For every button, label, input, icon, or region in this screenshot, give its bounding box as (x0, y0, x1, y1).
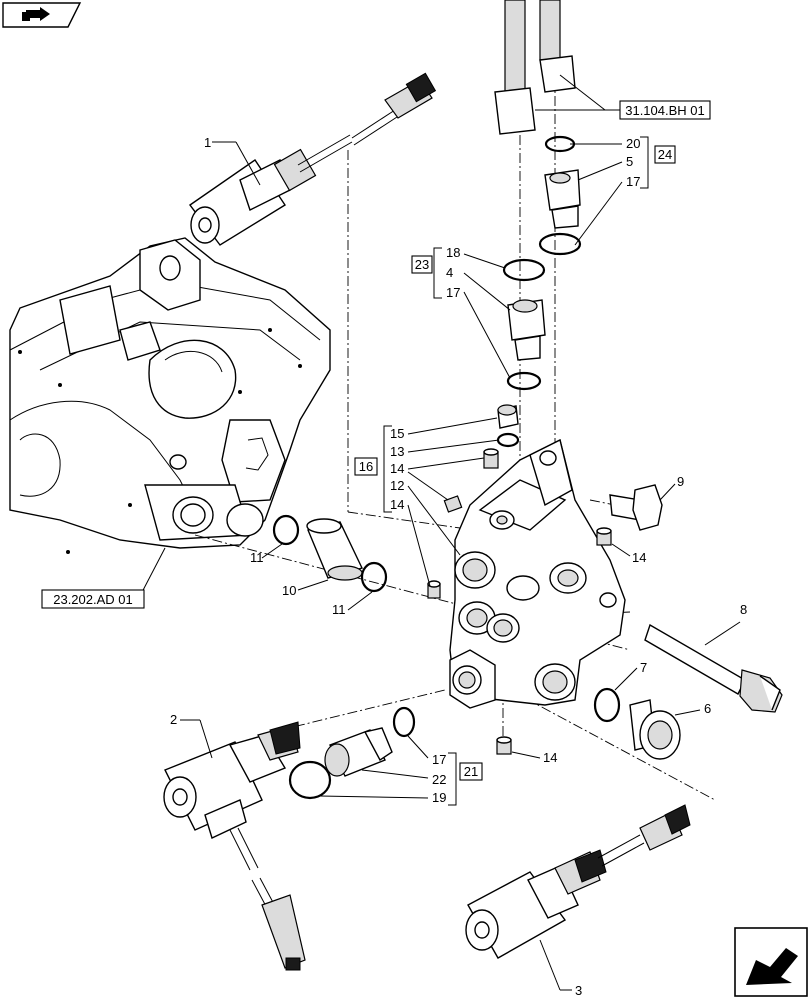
kit-24-label: 24 (658, 147, 672, 162)
kit-16-box[interactable] (354, 457, 378, 476)
callout-14-left: 14 (390, 497, 404, 512)
solenoid-1 (189, 72, 437, 246)
housing-ref-label: 23.202.AD 01 (53, 592, 133, 607)
oring-19 (288, 760, 332, 800)
plug-15 (497, 404, 519, 429)
callout-14-kit: 14 (390, 461, 404, 476)
callout-7: 7 (640, 660, 647, 675)
connector-22 (324, 727, 393, 777)
oring-17-mid (506, 371, 542, 391)
plug-14-d (596, 527, 612, 546)
oring-11-b (360, 561, 388, 593)
kit-23-box[interactable] (411, 255, 433, 274)
callout-20: 20 (626, 136, 640, 151)
callout-19: 19 (432, 790, 446, 805)
bolt-8 (644, 623, 783, 713)
transmission-housing (9, 237, 331, 554)
next-page-arrow-icon[interactable] (734, 927, 808, 997)
plug-14-e (496, 736, 512, 755)
callout-3: 3 (575, 983, 582, 998)
plug-14-c (427, 580, 441, 599)
callout-14-bottom: 14 (543, 750, 557, 765)
solenoid-3 (465, 804, 691, 959)
housing-ref-box[interactable] (41, 589, 145, 609)
oring-17-top (538, 232, 582, 256)
solenoid-2 (163, 721, 306, 971)
washer-13 (496, 432, 520, 448)
valve-body (449, 438, 626, 709)
oring-18 (502, 258, 546, 282)
oring-11-a (272, 514, 300, 546)
kit-23-label: 23 (415, 257, 429, 272)
oring-7 (593, 687, 621, 723)
catalog-book-icon[interactable] (2, 2, 82, 28)
callout-18: 18 (446, 245, 460, 260)
callout-8: 8 (740, 602, 747, 617)
pipe-ref-label: 31.104.BH 01 (625, 103, 705, 118)
callout-9: 9 (677, 474, 684, 489)
callout-14-right: 14 (632, 550, 646, 565)
callout-17-top: 17 (626, 174, 640, 189)
adapter-4 (507, 299, 546, 361)
kit-21-label: 21 (464, 764, 478, 779)
plug-14-a (483, 448, 499, 469)
callout-17-mid: 17 (446, 285, 460, 300)
callout-4: 4 (446, 265, 453, 280)
callout-11-a: 11 (250, 550, 264, 565)
sleeve-10 (306, 518, 363, 581)
callout-5: 5 (626, 154, 633, 169)
callout-15: 15 (390, 426, 404, 441)
callout-17-bottom: 17 (432, 752, 446, 767)
kit-16-label: 16 (359, 459, 373, 474)
callout-1: 1 (204, 135, 211, 150)
callout-13: 13 (390, 444, 404, 459)
plug-6 (629, 699, 681, 760)
bolt-9 (609, 484, 663, 531)
kit-21-box[interactable] (459, 762, 483, 781)
callout-6: 6 (704, 701, 711, 716)
oring-17-bottom (392, 706, 416, 738)
plug-14-b (443, 495, 463, 513)
adapter-5 (544, 169, 581, 229)
callout-11-b: 11 (332, 602, 346, 617)
callout-12: 12 (390, 478, 404, 493)
callout-2: 2 (170, 712, 177, 727)
callout-10: 10 (282, 583, 296, 598)
oring-20 (544, 135, 576, 153)
top-pipe (494, 0, 576, 135)
kit-24-box[interactable] (654, 145, 676, 164)
callout-22: 22 (432, 772, 446, 787)
